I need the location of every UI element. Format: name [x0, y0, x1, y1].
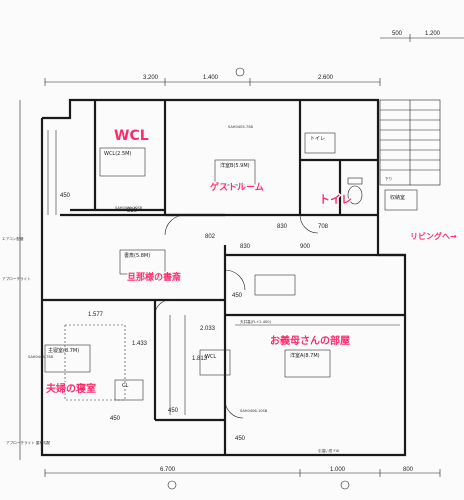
toilet-fixture: [347, 177, 363, 205]
top-dim-1200: 1.200: [425, 31, 441, 37]
dim-top-3: 2.600: [318, 75, 334, 81]
ceiling-note: 天井高(FL+2.400): [240, 319, 272, 324]
guest-code: 洋室B(5.9M): [220, 162, 250, 169]
walls: [40, 98, 407, 457]
thin-lines: [44, 130, 418, 415]
bottom-right-note: 引違い窓 FIX: [318, 448, 340, 453]
dim-450-a: 450: [60, 193, 71, 199]
dimension-lines: [19, 34, 464, 477]
dim-830-c: 830: [127, 208, 138, 214]
grid-markers: [167, 67, 350, 490]
wcl2-code: WCL: [205, 354, 216, 360]
room-label-study: 旦那様の書斎: [127, 271, 181, 283]
dim-top-1: 3.200: [143, 75, 159, 81]
dim-bottom-2: 1.000: [330, 467, 346, 473]
dim-1433: 1.433: [132, 341, 148, 347]
dim-1577: 1.577: [88, 312, 104, 318]
room-label-toilet: トイレ: [319, 193, 352, 206]
dim-830-b: 830: [240, 244, 251, 250]
left-note-1: エアコン配管: [2, 236, 24, 241]
toilet-code: トイレ: [310, 136, 325, 142]
dim-900: 900: [300, 244, 311, 250]
dim-450-c: 450: [110, 416, 121, 422]
room-label-wcl: WCL: [114, 128, 149, 144]
wcl-code: WCL(2.5M): [104, 151, 131, 157]
dim-450-d: 450: [168, 408, 179, 414]
dim-1813: 1.813: [192, 356, 208, 362]
room-label-master: 夫婦の寝室: [45, 382, 96, 395]
dim-450-e: 450: [235, 436, 246, 442]
room-label-guest: ゲストルーム: [210, 181, 264, 193]
storage-label: 収納室: [390, 194, 405, 201]
left-note-2: アプローチライト: [2, 276, 31, 281]
dim-708: 708: [318, 224, 329, 230]
study-code: 書斎(5.8M): [124, 252, 150, 259]
dim-bottom-3: 800: [403, 467, 414, 473]
sash-note-4: SAH0406-10SB: [115, 206, 143, 210]
stair-note: 下り: [385, 176, 392, 181]
dim-bottom-1: 6.700: [160, 467, 176, 473]
dim-802: 802: [205, 234, 216, 240]
dim-450-b: 450: [232, 293, 243, 299]
mother-code: 洋室A(8.7M): [290, 352, 320, 359]
sash-note-1: SAH0405-7SB: [228, 125, 254, 129]
dim-top-2: 1.400: [203, 75, 219, 81]
master-code: 主寝室(8.7M): [48, 347, 79, 354]
dim-2033: 2.033: [200, 326, 216, 332]
sash-note-3: SAH0406-10SB: [240, 409, 268, 413]
sash-note-2: SAH0405-7SB: [28, 355, 54, 359]
bottom-left-note: アプローチライト 屋根勾配: [6, 440, 51, 445]
door-swings: [154, 214, 319, 419]
cl-code: CL: [122, 383, 128, 389]
room-label-mother: お義母さんの部屋: [270, 334, 350, 347]
room-label-living: リビングへ→: [410, 231, 457, 241]
top-dim-500: 500: [392, 31, 403, 37]
dim-830-a: 830: [277, 224, 288, 230]
staircase: [379, 99, 441, 186]
